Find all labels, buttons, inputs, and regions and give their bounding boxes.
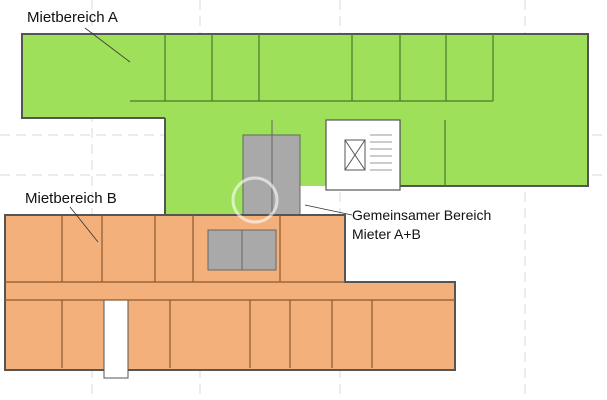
watermark-logo [231, 176, 279, 224]
leader-lines [69, 27, 353, 243]
area-a-label: Mietbereich A [27, 9, 118, 26]
area-b-label: Mietbereich B [25, 190, 117, 207]
common-area-label-line1: Gemeinsamer Bereich [352, 207, 492, 223]
common-area-label-line2: Mieter A+B [352, 226, 421, 242]
area-a [21, 33, 589, 215]
stairwell [325, 119, 401, 191]
area-b [4, 214, 456, 379]
